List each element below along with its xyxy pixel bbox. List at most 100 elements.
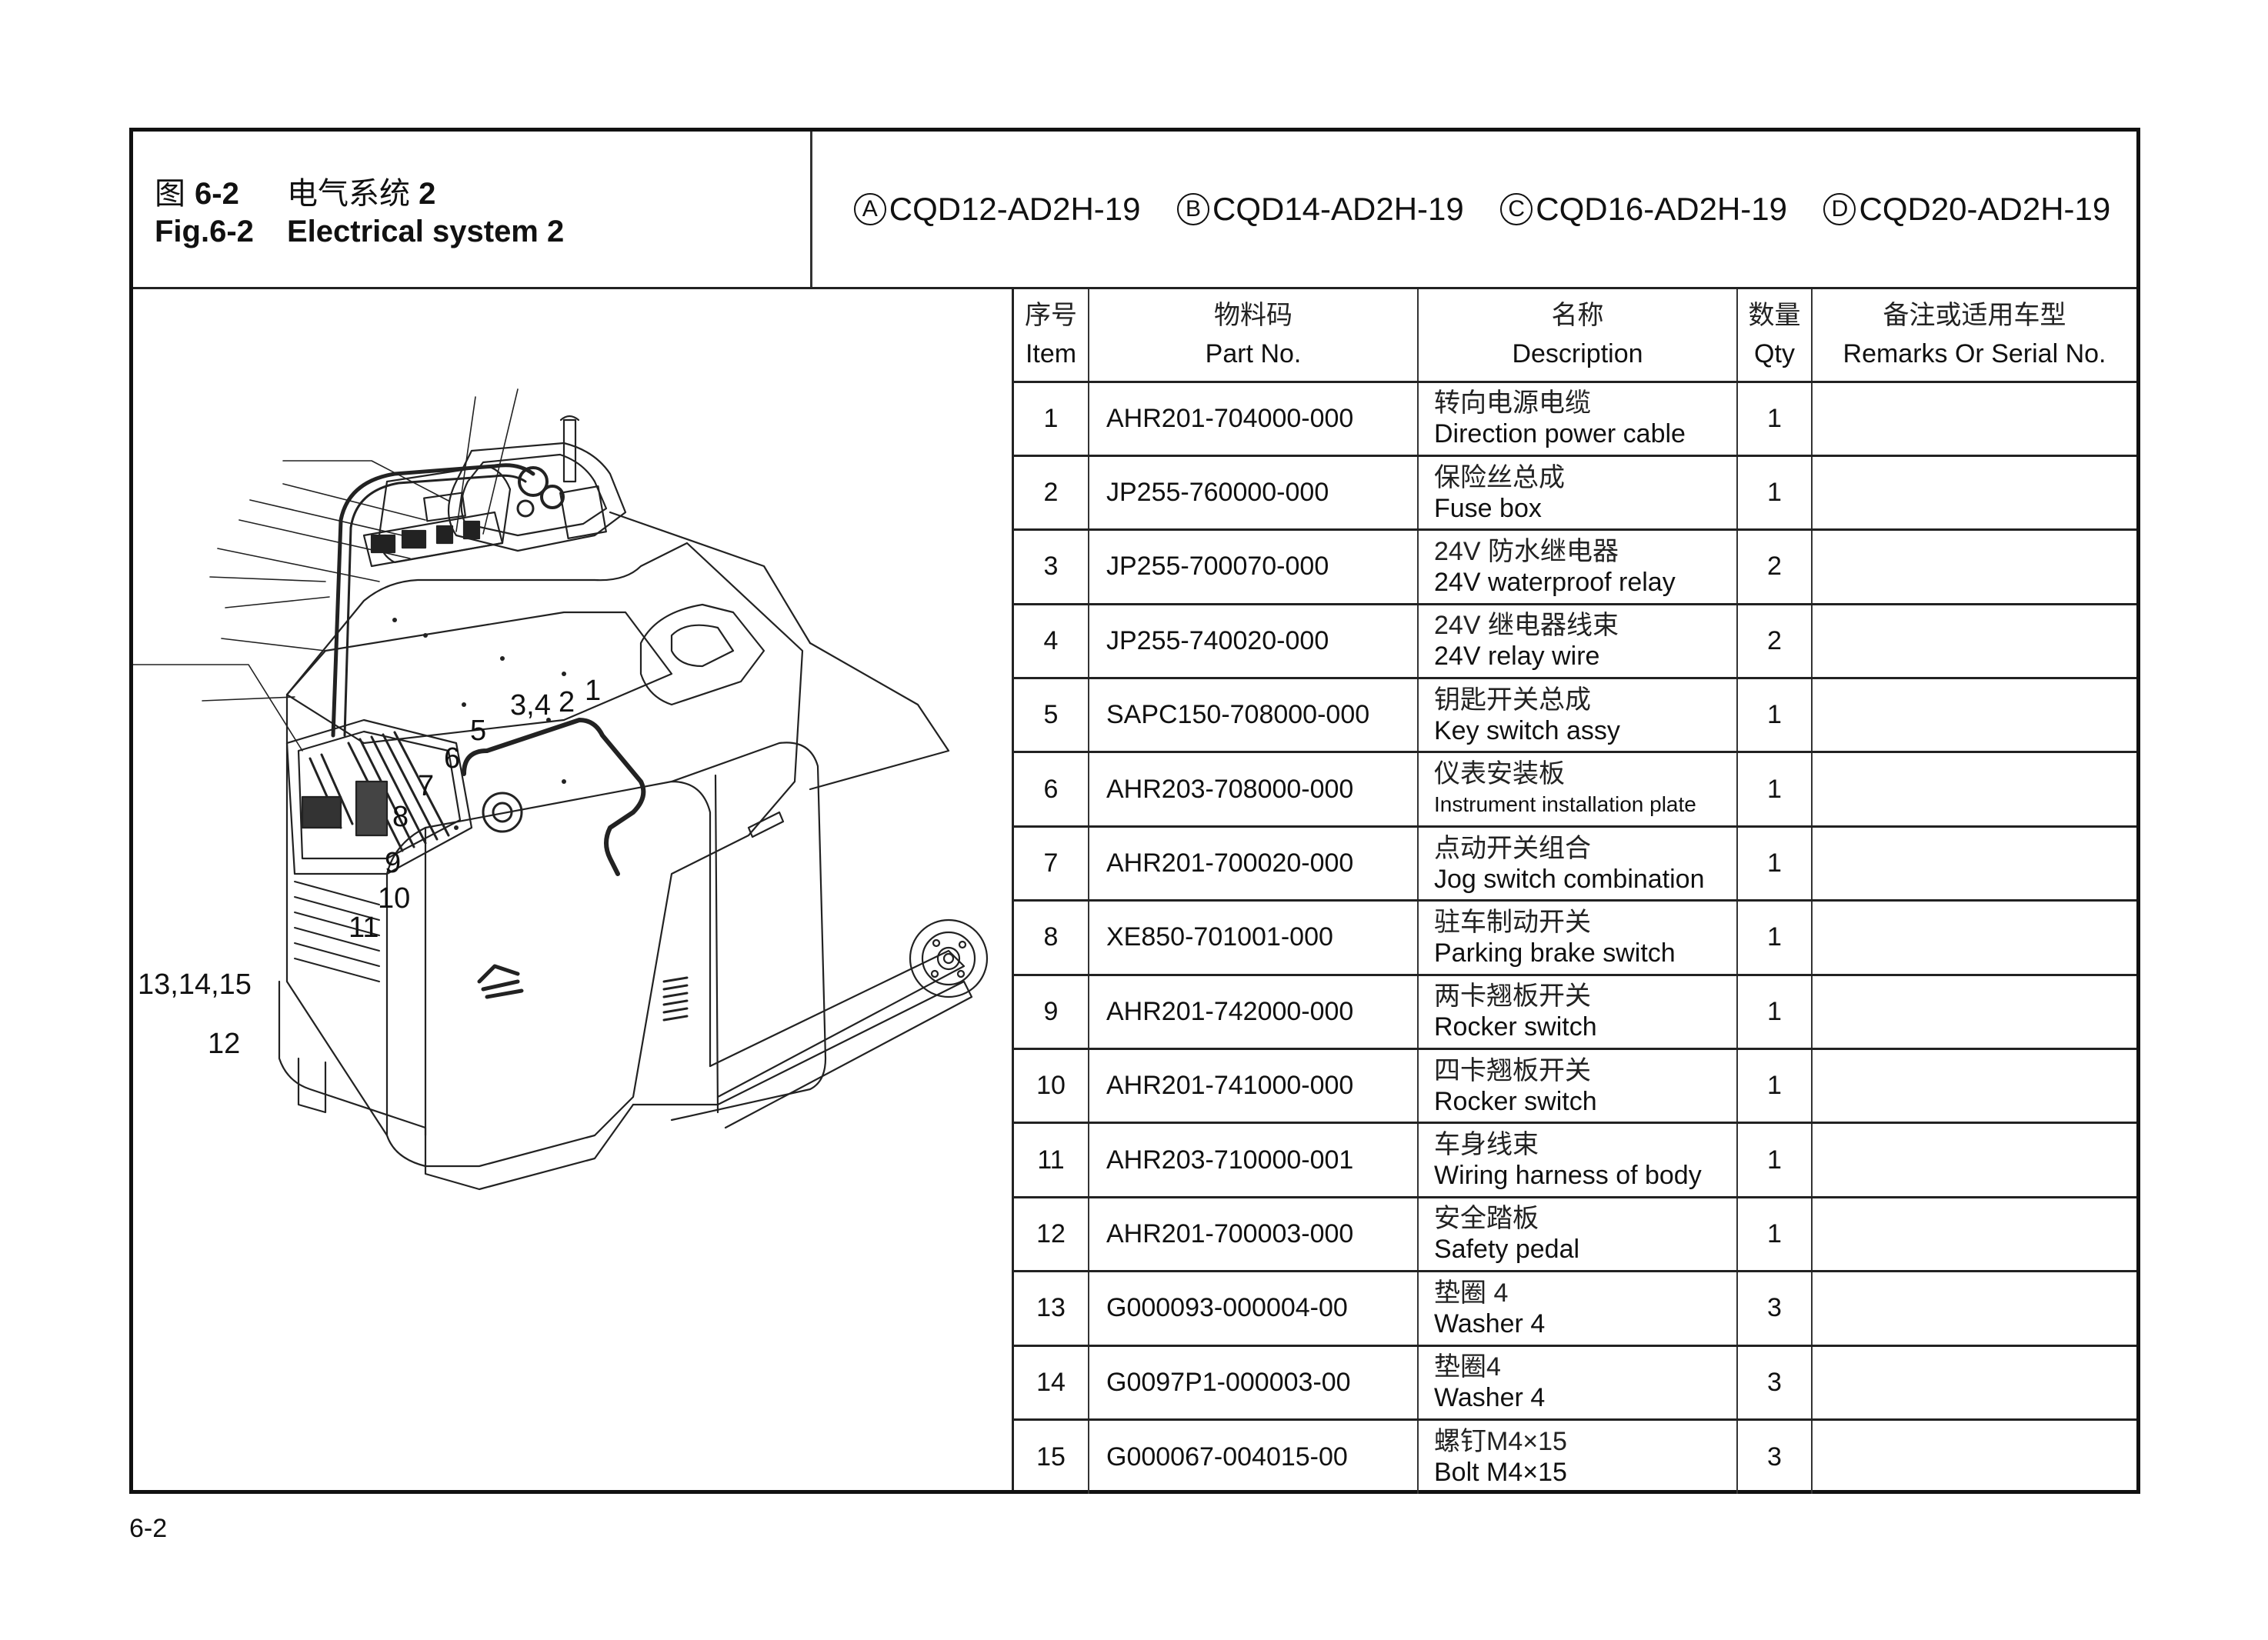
qty-cell: 1 bbox=[1737, 752, 1813, 828]
qty-cell: 1 bbox=[1737, 1122, 1813, 1198]
qty-cell: 3 bbox=[1737, 1271, 1813, 1347]
circled-letter-icon: A bbox=[853, 193, 886, 225]
remarks-cell bbox=[1812, 826, 2136, 902]
item-cell: 3 bbox=[1014, 529, 1089, 605]
item-cell: 12 bbox=[1014, 1197, 1089, 1273]
circled-letter-icon: B bbox=[1176, 193, 1209, 225]
qty-cell: 2 bbox=[1737, 529, 1813, 605]
item-cell: 4 bbox=[1014, 604, 1089, 680]
qty-cell: 1 bbox=[1737, 1048, 1813, 1125]
exploded-diagram: 1 2 3,4 5 6 7 8 9 10 11 13,14,15 12 bbox=[133, 289, 1012, 1494]
item-cell: 15 bbox=[1014, 1419, 1089, 1494]
remarks-cell bbox=[1812, 752, 2136, 828]
callout-label: 9 bbox=[385, 847, 402, 879]
applicable-models: A CQD12-AD2H-19 B CQD14-AD2H-19 C CQD16-… bbox=[812, 132, 2136, 287]
qty-cell: 2 bbox=[1737, 604, 1813, 680]
part-no-cell: AHR201-700020-000 bbox=[1089, 826, 1419, 902]
part-no-cell: JP255-760000-000 bbox=[1089, 455, 1419, 532]
remarks-cell bbox=[1812, 1345, 2136, 1421]
qty-cell: 1 bbox=[1737, 678, 1813, 754]
part-no-cell: AHR203-710000-001 bbox=[1089, 1122, 1419, 1198]
qty-cell: 1 bbox=[1737, 900, 1813, 976]
item-cell: 9 bbox=[1014, 975, 1089, 1051]
part-no-cell: JP255-700070-000 bbox=[1089, 529, 1419, 605]
remarks-cell bbox=[1812, 455, 2136, 532]
remarks-cell bbox=[1812, 900, 2136, 976]
item-cell: 13 bbox=[1014, 1271, 1089, 1347]
callout-label: 12 bbox=[208, 1028, 241, 1060]
callout-label: 1 bbox=[585, 675, 602, 707]
page-number: 6-2 bbox=[129, 1514, 168, 1543]
qty-cell: 1 bbox=[1737, 826, 1813, 902]
qty-cell: 1 bbox=[1737, 382, 1813, 457]
remarks-cell bbox=[1812, 1122, 2136, 1198]
item-cell: 7 bbox=[1014, 826, 1089, 902]
callout-label: 8 bbox=[392, 801, 409, 833]
item-cell: 6 bbox=[1014, 752, 1089, 828]
model-a: A CQD12-AD2H-19 bbox=[853, 191, 1141, 228]
callout-label: 5 bbox=[470, 715, 487, 747]
qty-cell: 1 bbox=[1737, 975, 1813, 1051]
part-no-cell: AHR201-741000-000 bbox=[1089, 1048, 1419, 1125]
part-no-cell: SAPC150-708000-000 bbox=[1089, 678, 1419, 754]
part-no-cell: AHR201-704000-000 bbox=[1089, 382, 1419, 457]
item-cell: 1 bbox=[1014, 382, 1089, 457]
callout-label: 2 bbox=[559, 686, 575, 718]
callout-label: 10 bbox=[378, 882, 411, 915]
qty-cell: 3 bbox=[1737, 1419, 1813, 1494]
callout-label: 6 bbox=[444, 742, 461, 775]
callout-label: 3,4 bbox=[510, 689, 551, 722]
part-no-cell: AHR201-700003-000 bbox=[1089, 1197, 1419, 1273]
item-cell: 11 bbox=[1014, 1122, 1089, 1198]
part-no-cell: G000067-004015-00 bbox=[1089, 1419, 1419, 1494]
pallet-truck-drawing-icon bbox=[133, 388, 989, 1191]
model-c: C CQD16-AD2H-19 bbox=[1500, 191, 1787, 228]
circled-letter-icon: C bbox=[1500, 193, 1533, 225]
remarks-cell bbox=[1812, 1419, 2136, 1493]
remarks-cell bbox=[1812, 975, 2136, 1051]
item-cell: 2 bbox=[1014, 455, 1089, 532]
remarks-cell bbox=[1812, 529, 2136, 605]
item-cell: 5 bbox=[1014, 678, 1089, 754]
part-no-cell: G0097P1-000003-00 bbox=[1089, 1345, 1419, 1421]
model-b: B CQD14-AD2H-19 bbox=[1176, 191, 1464, 228]
part-no-cell: JP255-740020-000 bbox=[1089, 604, 1419, 680]
part-no-cell: AHR201-742000-000 bbox=[1089, 975, 1419, 1051]
callout-label: 7 bbox=[418, 770, 435, 802]
qty-cell: 1 bbox=[1737, 1197, 1813, 1273]
